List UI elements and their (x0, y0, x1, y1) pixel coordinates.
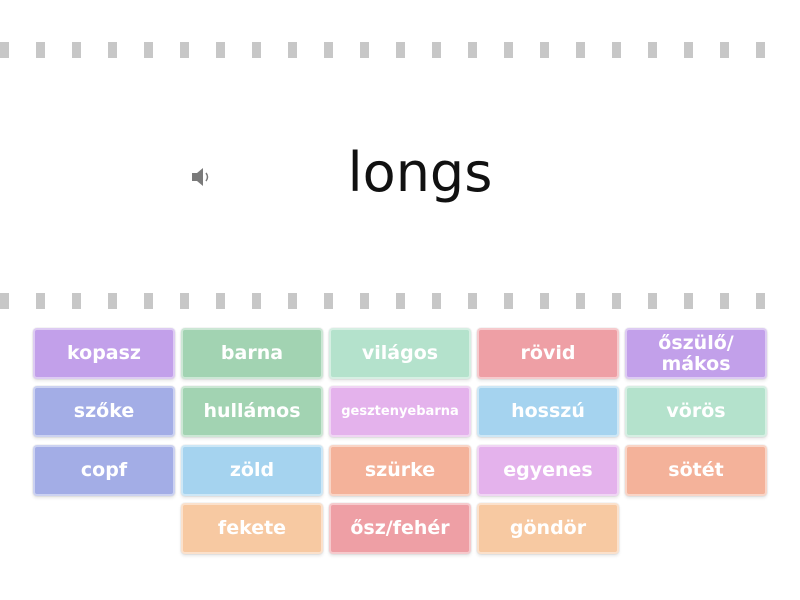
answer-tile-hullamos[interactable]: hullámos (181, 386, 323, 437)
answer-tile-voros[interactable]: vörös (625, 386, 767, 437)
answer-tile-copf[interactable]: copf (33, 445, 175, 496)
answer-tile-kopasz[interactable]: kopasz (33, 328, 175, 379)
speaker-icon[interactable] (190, 166, 214, 188)
answer-tile-hosszu[interactable]: hosszú (477, 386, 619, 437)
dashed-divider-bottom (0, 293, 800, 309)
answer-tile-gesztenyebarna[interactable]: gesztenyebarna (329, 386, 471, 437)
answer-tile-osz-feher[interactable]: ősz/fehér (329, 503, 471, 554)
answer-tile-egyenes[interactable]: egyenes (477, 445, 619, 496)
answer-tile-gondor[interactable]: göndör (477, 503, 619, 554)
dashed-divider-top (0, 42, 800, 58)
answer-tile-rovid[interactable]: rövid (477, 328, 619, 379)
answer-tile-zold[interactable]: zöld (181, 445, 323, 496)
answer-tile-vilagos[interactable]: világos (329, 328, 471, 379)
answer-tile-szurke[interactable]: szürke (329, 445, 471, 496)
prompt-word: longs (347, 141, 493, 204)
answer-tile-fekete[interactable]: fekete (181, 503, 323, 554)
answer-tile-oszulo-makos[interactable]: őszülő/ mákos (625, 328, 767, 379)
answer-tile-sotet[interactable]: sötét (625, 445, 767, 496)
answer-tile-barna[interactable]: barna (181, 328, 323, 379)
answer-tile-szoke[interactable]: szőke (33, 386, 175, 437)
